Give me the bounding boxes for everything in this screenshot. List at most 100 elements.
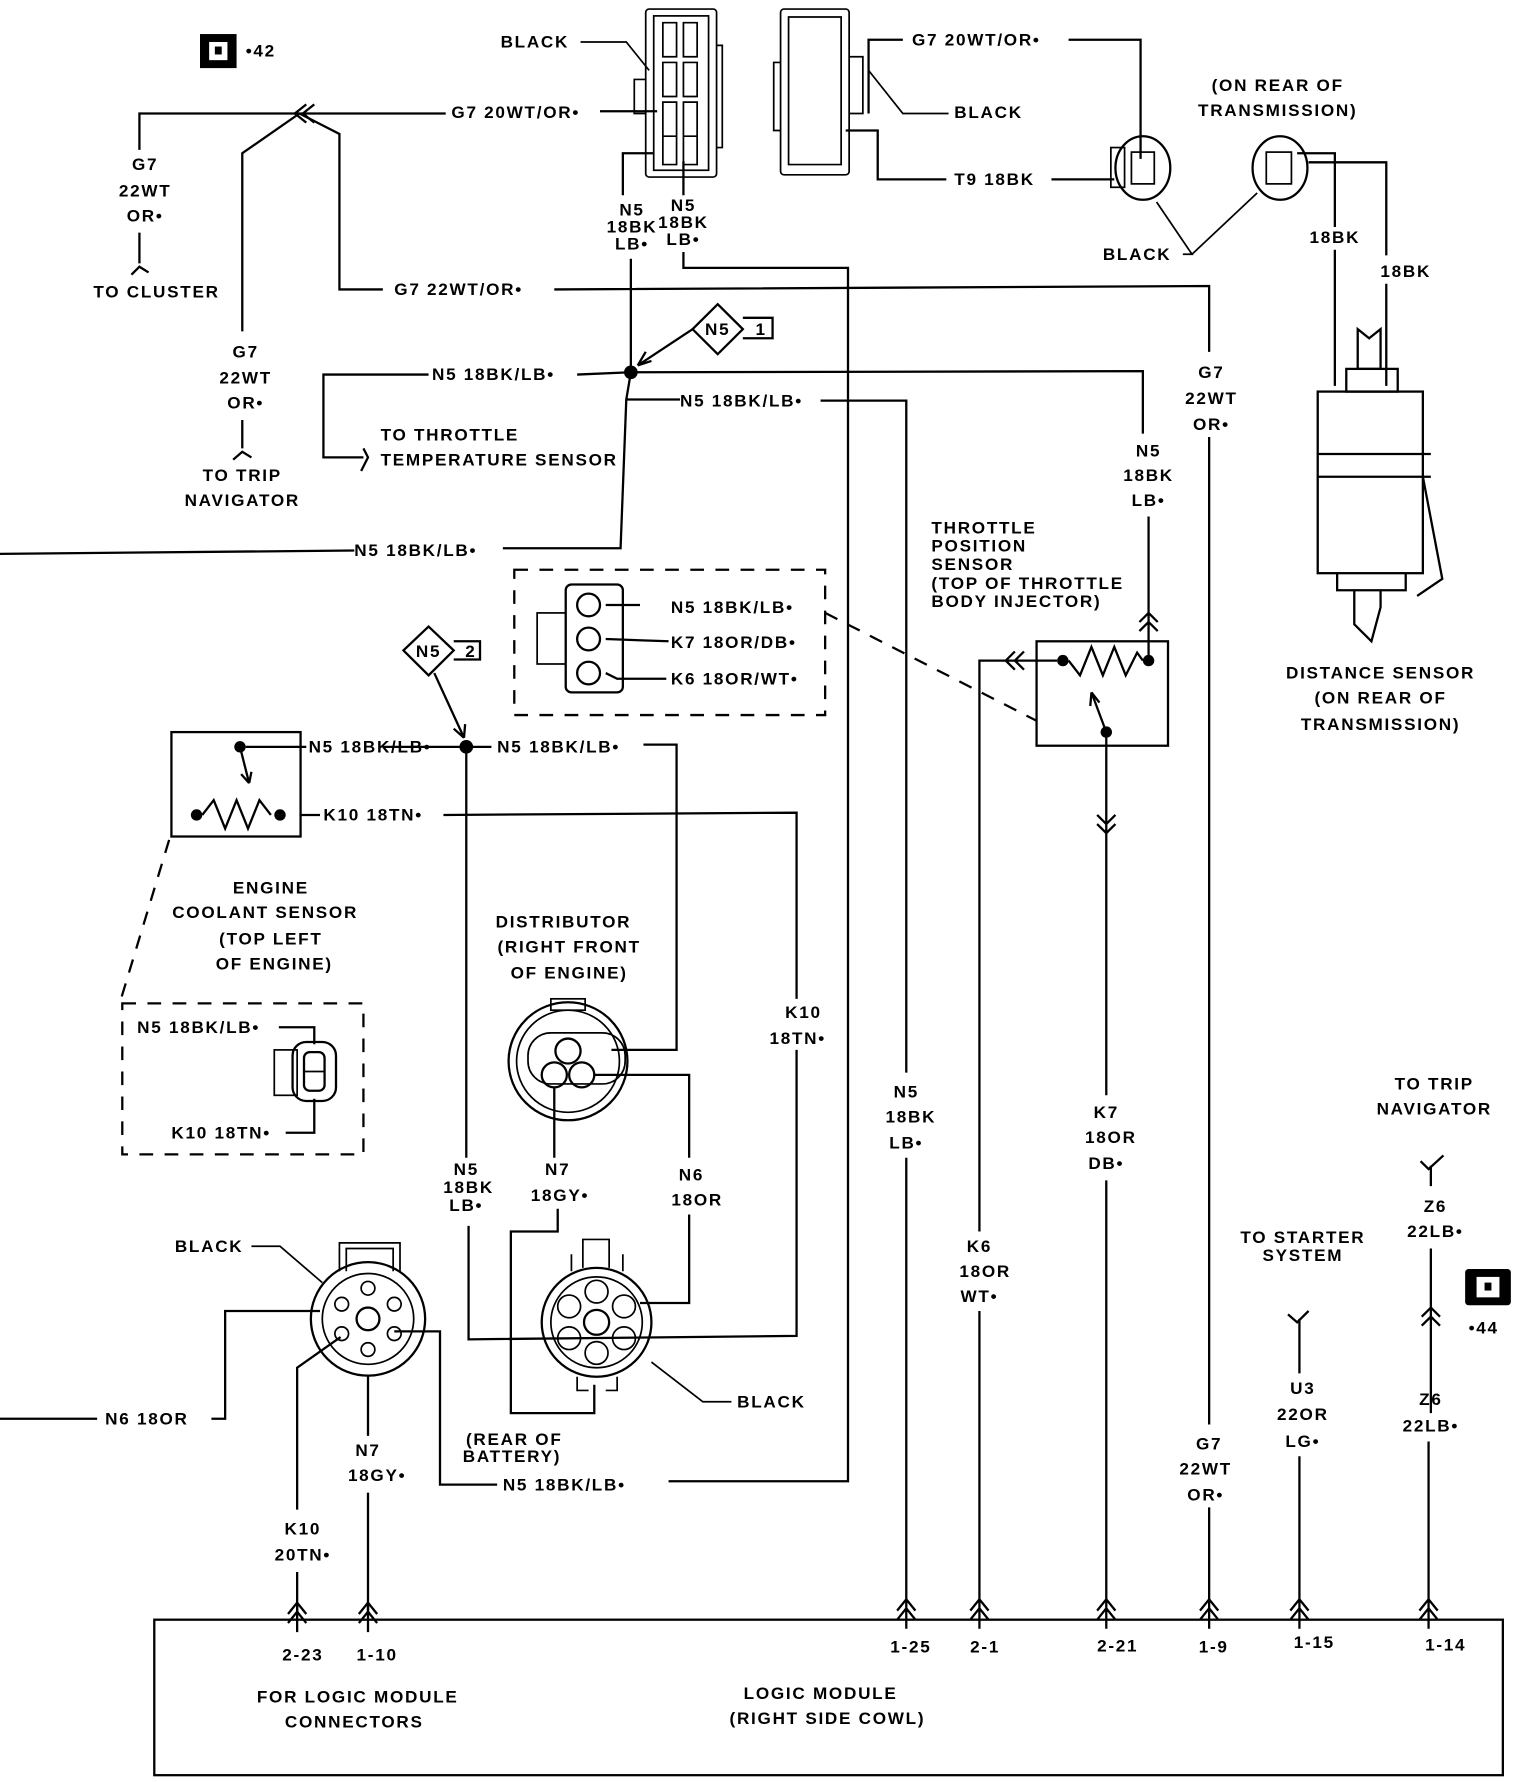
coolant-title: (TOP LEFT [219,929,322,948]
label-n5: LB• [889,1134,923,1153]
label-u3: 22OR [1277,1405,1329,1424]
label-n5: N5 [1136,441,1161,460]
ref-42: •42 [246,42,276,61]
distributor-title: (RIGHT FRONT [497,937,640,956]
label-g7: G7 [233,343,259,362]
label-rear-of-battery: (REAR OF [466,1430,563,1449]
connector-icon [772,8,864,176]
label-n5: 18BK [443,1178,494,1197]
label-n7: 18GY• [348,1466,406,1485]
label-to-starter: TO STARTER [1240,1228,1365,1247]
splice-icon [401,624,482,677]
terminal-arrow-icon [357,1601,379,1634]
label-g7: G7 [1198,363,1224,382]
terminal-arrow-icon [1289,1598,1310,1630]
tps-title: POSITION [931,537,1027,556]
splice-number: 2 [465,642,476,661]
splice-number: 1 [756,320,767,339]
label-to-cluster: TO CLUSTER [93,282,219,301]
splice-id: N5 [705,320,730,339]
label-n5: N5 18BK/LB• [137,1018,260,1037]
connector-icon [273,1040,338,1103]
label-g7: G7 20WT/OR• [451,103,580,122]
connector-break-icon [1287,1310,1310,1601]
label-k6: WT• [961,1287,999,1306]
label-g7: 22WT [1179,1459,1232,1478]
coolant-title: COOLANT SENSOR [172,903,358,922]
label-transmission: TRANSMISSION) [1198,101,1357,120]
label-n6: N6 18OR [105,1410,188,1429]
label-n5: N5 [671,196,696,215]
label-g7: 22WT [119,181,172,200]
tps-title: BODY INJECTOR) [931,592,1101,611]
distance-sensor-location: TRANSMISSION) [1301,715,1460,734]
label-z6: Z6 [1424,1197,1447,1216]
label-black: BLACK [1103,245,1172,264]
label-n5: 18BK [886,1108,937,1127]
label-to-throttle: TEMPERATURE SENSOR [381,450,618,469]
label-black: BLACK [954,103,1023,122]
label-u3: U3 [1290,1379,1315,1398]
connector-break-icon [360,447,370,472]
label-n5: 18BK [658,213,709,232]
label-k10: K10 [285,1520,322,1539]
label-k6: K6 18OR/WT• [671,669,799,688]
terminal-arrow-icon [1095,1598,1117,1630]
logic-module-title: LOGIC MODULE [744,1684,898,1703]
label-n5: 18BK [1123,466,1174,485]
label-g7: G7 20WT/OR• [912,30,1041,49]
connector-ref-icon [1465,1268,1511,1306]
pin-label: 2-1 [970,1638,1000,1657]
label-g7: G7 [1196,1434,1222,1453]
label-k6: 18OR [959,1262,1011,1281]
connector-break-icon [130,265,150,276]
label-n5: N5 18BK/LB• [680,391,803,410]
ref-44: •44 [1469,1319,1499,1338]
tps-title: SENSOR [931,555,1014,574]
label-z6: Z6 [1419,1390,1442,1409]
connector-icon [540,1238,653,1392]
label-u3: LG• [1285,1432,1320,1451]
label-n5: N5 18BK/LB• [497,738,620,757]
label-n7: N7 [355,1441,380,1460]
logic-module-note: FOR LOGIC MODULE [257,1688,459,1707]
label-on-rear-of: (ON REAR OF [1212,76,1344,95]
label-g7: OR• [127,206,164,225]
tps-title: THROTTLE [931,519,1036,538]
label-to-trip: TO TRIP [203,466,282,485]
logic-module-location: (RIGHT SIDE COWL) [730,1709,926,1728]
terminal-arrow-icon [969,1598,990,1630]
label-k10: 18TN• [769,1029,825,1048]
label-k10: K10 [785,1003,822,1022]
pin-label: 1-10 [357,1646,398,1665]
label-black: BLACK [175,1237,244,1256]
distance-sensor-icon [1316,326,1444,644]
terminal-arrow-icon [1198,1598,1220,1630]
connector-break-icon [232,450,253,461]
connector-icon [536,583,624,694]
label-g7: OR• [1187,1486,1224,1505]
distance-sensor-location: (ON REAR OF [1314,689,1446,708]
terminal-arrow-icon [1418,1598,1439,1630]
label-to-trip: TO TRIP [1395,1075,1474,1094]
label-n5: N5 18BK/LB• [309,738,432,757]
label-k7: 18OR [1085,1128,1137,1147]
label-g7: G7 [132,155,158,174]
label-g7: OR• [227,394,264,413]
label-z6: 22LB• [1407,1222,1463,1241]
label-n6: N6 [679,1165,704,1184]
label-k7: DB• [1088,1154,1124,1173]
coolant-title: ENGINE [233,878,309,897]
distance-sensor-title: DISTANCE SENSOR [1286,664,1475,683]
pin-label: 1-25 [890,1638,931,1657]
label-k10: 20TN• [275,1546,331,1565]
label-to-starter: SYSTEM [1262,1246,1343,1265]
pin-label: 2-23 [282,1646,323,1665]
label-n5: 18BK [607,218,658,237]
distributor-connector-icon [507,997,629,1122]
label-black: BLACK [737,1392,806,1411]
label-18bk: 18BK [1310,228,1361,247]
label-n5: N5 [619,201,644,220]
label-g7: 22WT [1185,389,1238,408]
